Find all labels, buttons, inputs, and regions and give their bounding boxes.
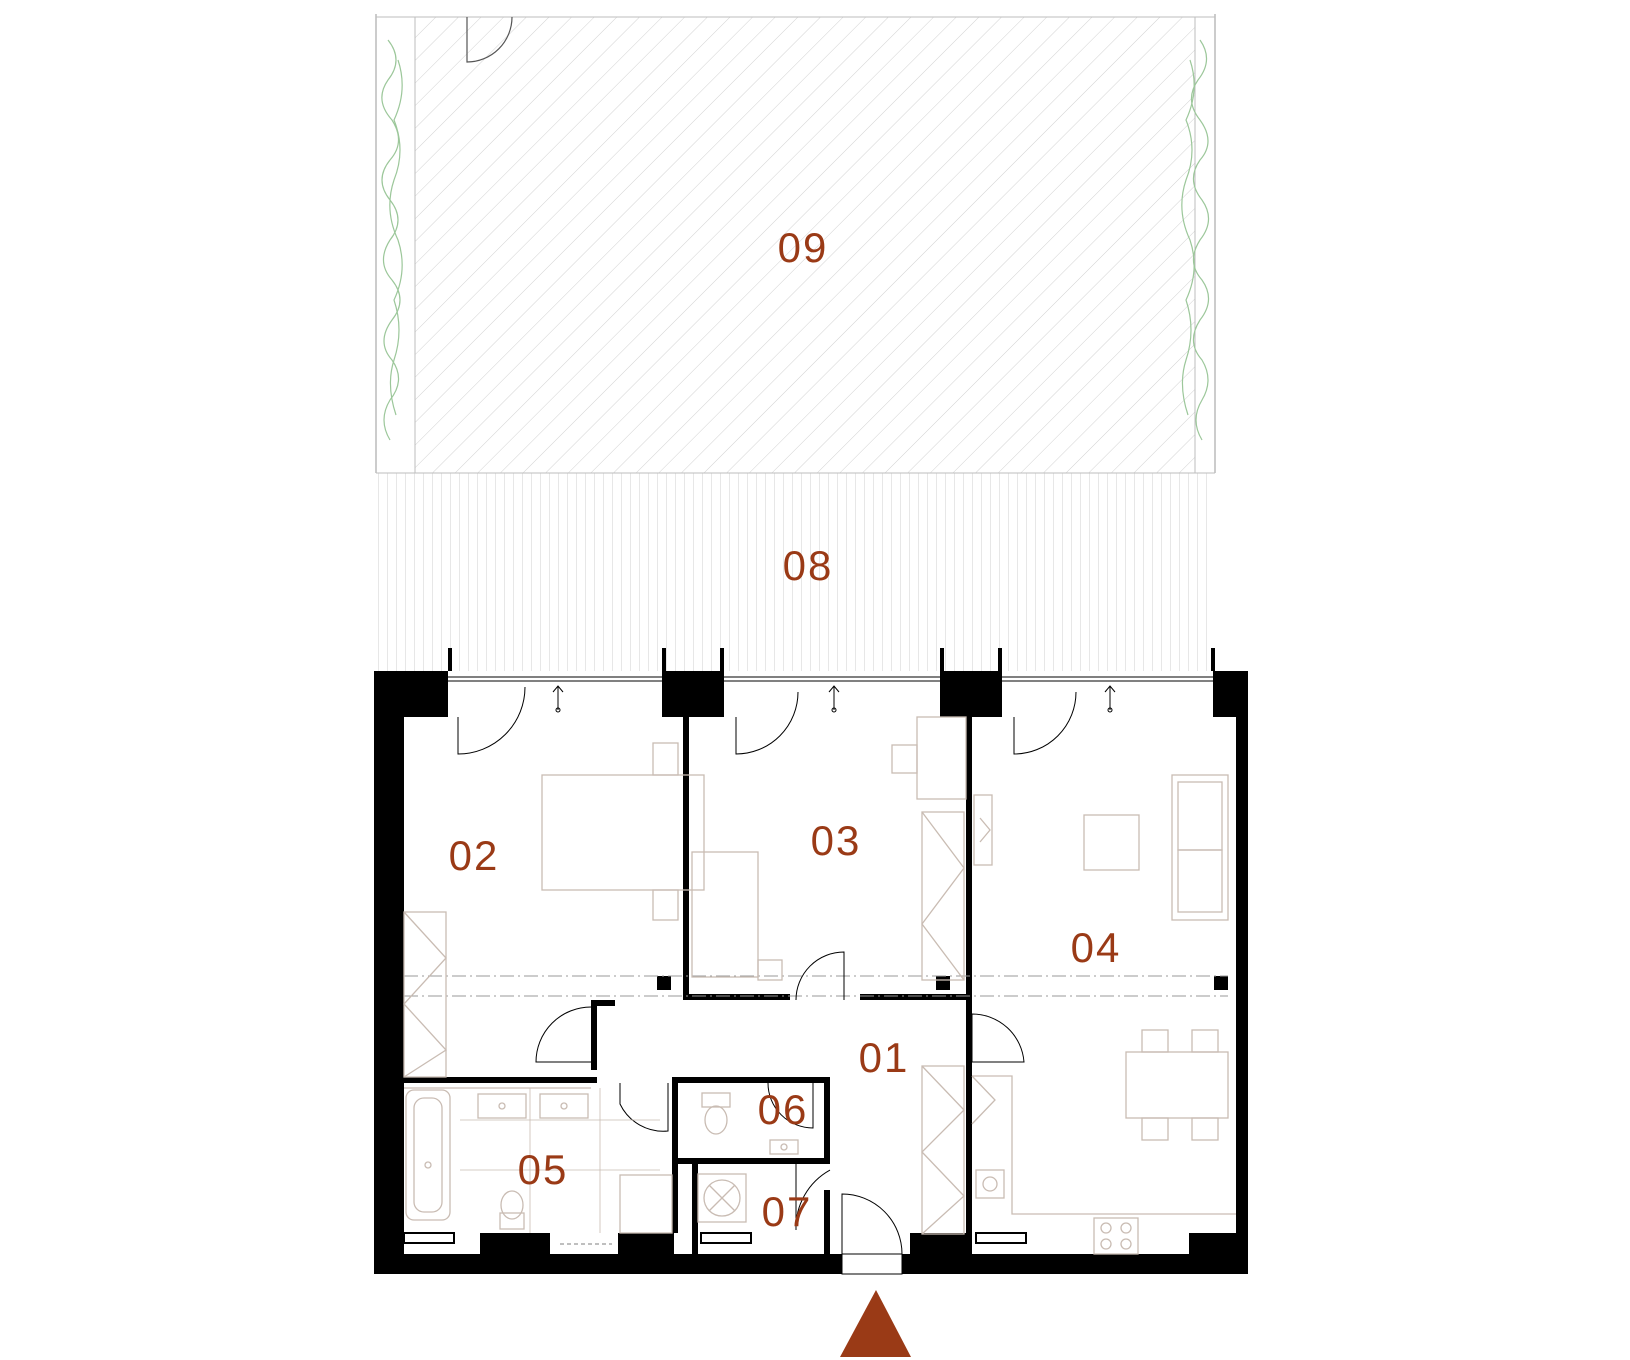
room-label-08: 08 [783,542,834,589]
room-label-09: 09 [778,224,829,271]
room-label-03: 03 [811,817,862,864]
hedge-right [1181,39,1210,441]
room-label-04: 04 [1071,924,1122,971]
furniture [403,716,1236,1255]
doors [535,951,1025,1275]
entrance-arrow-icon [840,1290,911,1357]
room-label-02: 02 [449,832,500,879]
windows-top [448,676,1213,755]
terrace-area [376,472,1215,671]
garden-area [375,14,1216,474]
room-label-05: 05 [518,1146,569,1193]
room-label-01: 01 [859,1034,910,1081]
exterior-walls [374,648,1248,1274]
beam-lines [404,975,1228,997]
room-label-07: 07 [762,1188,813,1235]
room-labels: 09 08 02 03 04 01 06 05 07 [449,224,1122,1235]
hedge-left [381,39,403,441]
room-label-06: 06 [758,1086,809,1133]
